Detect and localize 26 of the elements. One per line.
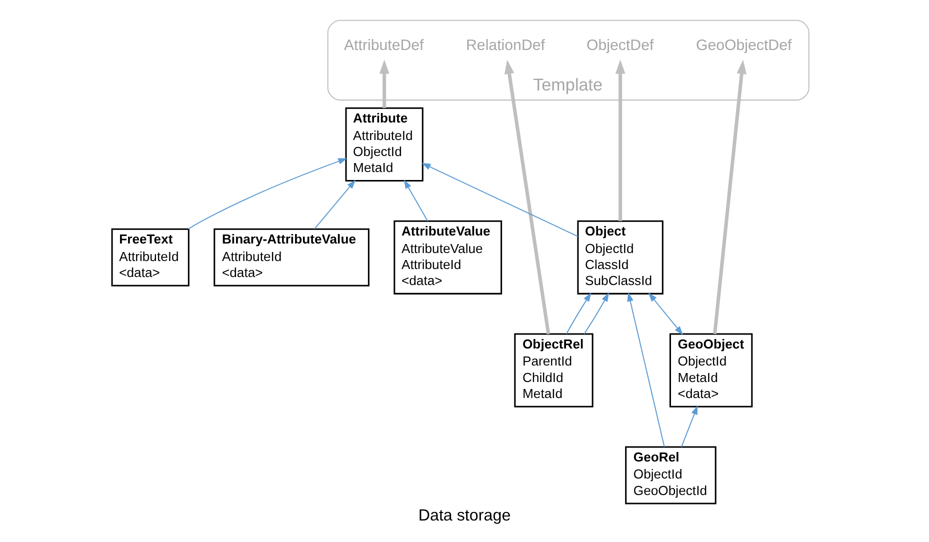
arrow — [566, 292, 592, 334]
arrow — [422, 162, 578, 237]
arrow — [680, 406, 698, 448]
arrow — [584, 292, 610, 334]
node-box: FreeText AttributeId <data> — [111, 228, 190, 286]
arrow — [379, 60, 390, 108]
node-box: Binary-AttributeValue AttributeId <data> — [214, 228, 370, 286]
node-box: GeoObject ObjectId MetaId <data> — [669, 333, 753, 408]
arrow — [712, 60, 747, 334]
caption: Data storage — [418, 506, 511, 524]
arrow — [627, 292, 665, 447]
node-box: GeoRel ObjectId GeoObjectId — [625, 446, 716, 504]
arrow — [188, 158, 348, 230]
node-text: RelationDef — [466, 37, 545, 54]
node-box: AttributeValue AttributeValue AttributeId <data> — [394, 220, 502, 294]
node-text: ObjectDef — [586, 37, 654, 54]
node-box: Attribute AttributeId ObjectId MetaId — [345, 107, 424, 182]
node-text: AttributeDef — [344, 37, 424, 54]
node-box: ObjectRel ParentId ChildId MetaId — [514, 333, 594, 408]
node-text: GeoObjectDef — [696, 37, 792, 54]
node-box: Object ObjectId ClassId SubClassId — [577, 220, 664, 294]
arrow — [615, 60, 626, 221]
arrow — [648, 292, 684, 336]
arrow — [404, 180, 428, 222]
arrow — [314, 180, 356, 230]
arrow — [504, 60, 550, 334]
